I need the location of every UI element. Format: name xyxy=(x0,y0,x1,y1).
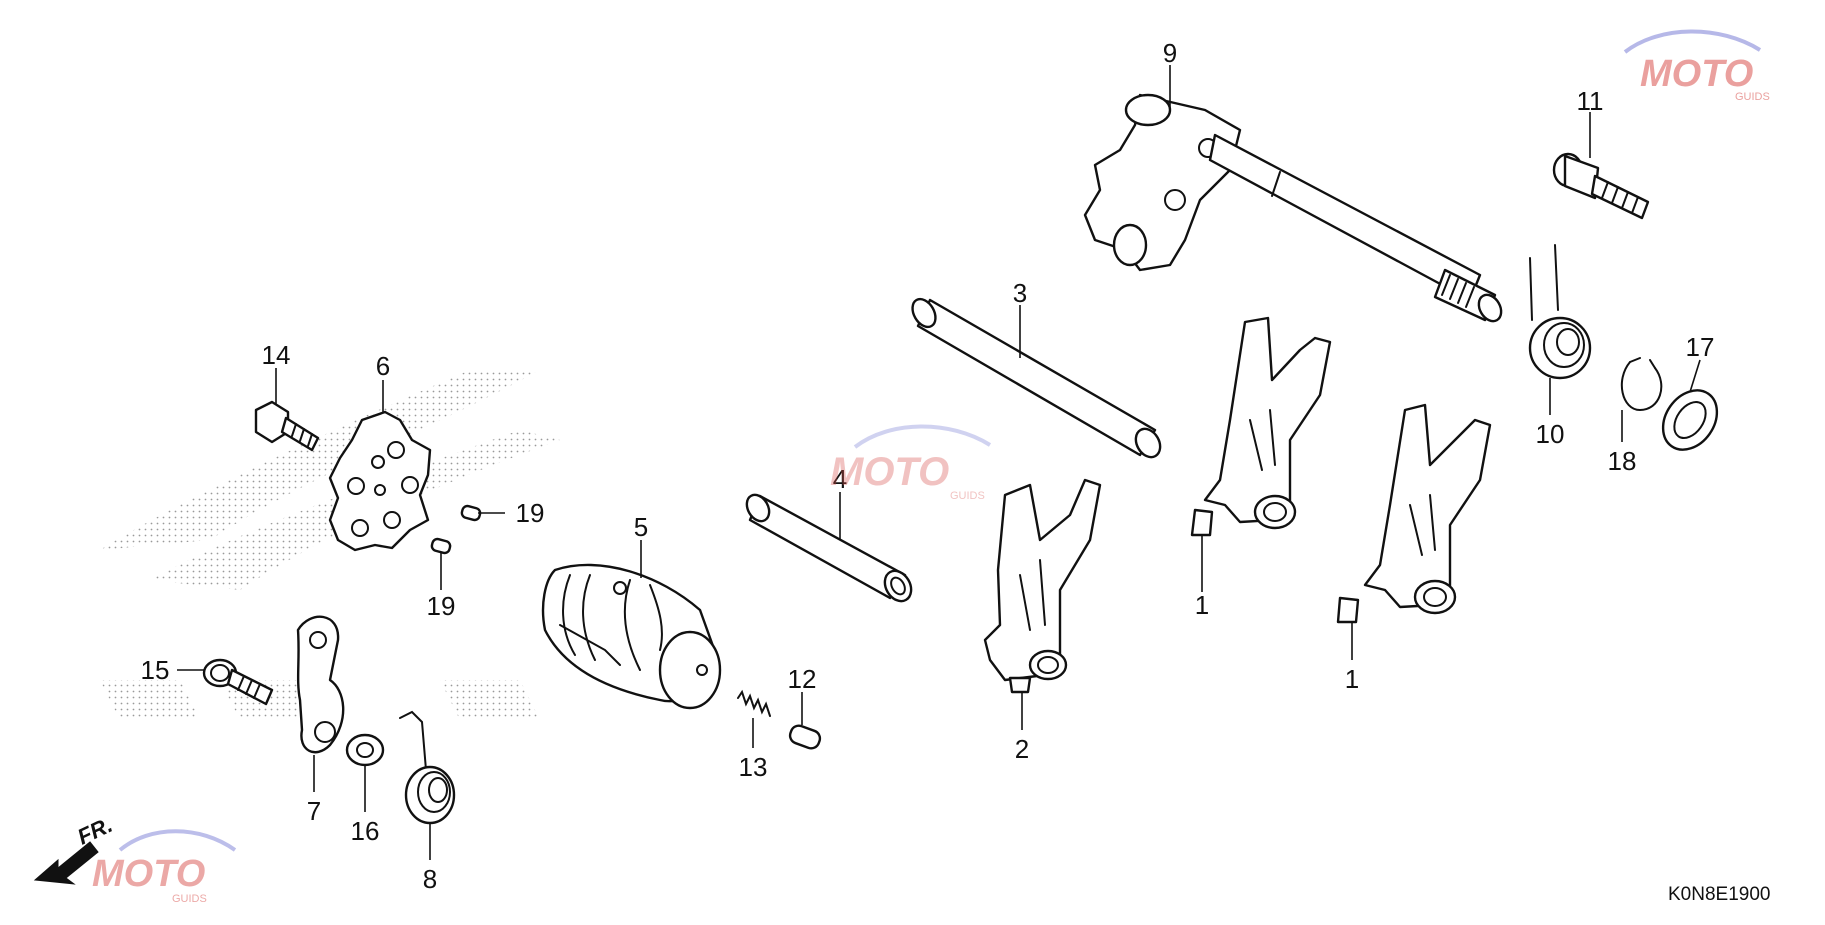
part-4-short-shaft xyxy=(745,493,913,603)
callout-13: 13 xyxy=(739,752,768,782)
watermark-logo-top-right: MOTO GUIDS xyxy=(1623,29,1770,103)
part-2-shift-fork xyxy=(983,478,1102,694)
part-1-shift-fork-b xyxy=(1336,403,1492,624)
part-18-circlip xyxy=(1620,357,1663,412)
callout-19a: 19 xyxy=(516,498,545,528)
watermark-subtext: GUIDS xyxy=(950,490,985,502)
part-3-long-shaft xyxy=(911,297,1162,459)
callout-5: 5 xyxy=(634,512,648,542)
callout-9: 9 xyxy=(1163,38,1177,68)
callout-6: 6 xyxy=(376,351,390,381)
part-1-shift-fork-a xyxy=(1190,316,1332,537)
part-14-bolt xyxy=(254,400,320,452)
callout-12: 12 xyxy=(788,664,817,694)
watermark-logo-bottom-left: MOTO GUIDS xyxy=(92,829,237,905)
callout-16: 16 xyxy=(351,816,380,846)
watermark-text: MOTO xyxy=(1640,53,1753,95)
part-8-spring xyxy=(399,710,456,825)
watermark-subtext: GUIDS xyxy=(1735,91,1770,103)
watermark-text: MOTO xyxy=(830,450,949,494)
part-7-stopper-arm xyxy=(296,615,345,754)
callout-3: 3 xyxy=(1013,278,1027,308)
callout-15: 15 xyxy=(141,655,170,685)
callout-7: 7 xyxy=(307,796,321,826)
part-12-pin xyxy=(788,724,822,750)
part-6-star-plate xyxy=(328,410,432,552)
callout-8: 8 xyxy=(423,864,437,894)
part-16-washer xyxy=(345,733,385,767)
callout-17: 17 xyxy=(1686,332,1715,362)
callout-2: 2 xyxy=(1015,734,1029,764)
part-10-spring xyxy=(1528,244,1592,380)
callout-4: 4 xyxy=(833,464,847,494)
callout-labels: 1 1 2 3 4 5 6 7 8 9 10 11 12 13 14 15 16… xyxy=(141,38,1715,894)
diagram-code: K0N8E1900 xyxy=(1668,884,1770,905)
callout-14: 14 xyxy=(262,340,291,370)
callout-11: 11 xyxy=(1577,86,1604,116)
callout-19b: 19 xyxy=(427,591,456,621)
part-11-bolt xyxy=(1552,152,1650,220)
leader-lines xyxy=(177,65,1701,860)
front-arrow-icon xyxy=(33,841,99,885)
callout-1a: 1 xyxy=(1195,590,1209,620)
part-9-gearshift-spindle xyxy=(1083,93,1503,323)
part-17-washer xyxy=(1661,389,1719,451)
front-direction-label: FR. xyxy=(74,812,117,850)
watermark-text: MOTO xyxy=(92,853,205,895)
part-19-pins xyxy=(430,504,482,555)
callout-1b: 1 xyxy=(1345,664,1359,694)
callout-18: 18 xyxy=(1608,446,1637,476)
part-15-bolt xyxy=(202,658,274,706)
watermark-subtext: GUIDS xyxy=(172,893,207,905)
watermark-logo-center: MOTO GUIDS xyxy=(830,424,992,502)
part-5-shift-drum xyxy=(541,563,722,710)
part-13-spring-small xyxy=(737,689,771,717)
callout-10: 10 xyxy=(1536,419,1565,449)
